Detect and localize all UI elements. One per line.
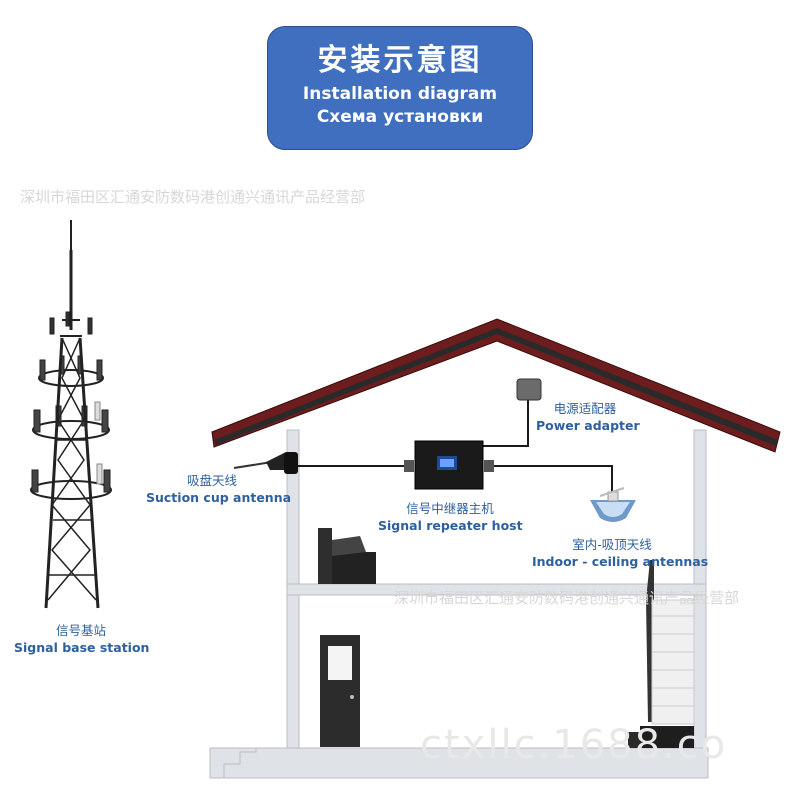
- base-station-label-cn: 信号基站: [55, 623, 106, 638]
- title-chinese: 安装示意图: [317, 43, 483, 78]
- suction-antenna-label-en: Suction cup antenna: [146, 490, 292, 505]
- suction-cup-antenna-icon: [233, 452, 298, 474]
- company-watermark-top: 深圳市福田区汇通安防数码港创通兴通讯产品经营部: [20, 188, 366, 206]
- title-english: Installation diagram: [302, 84, 498, 104]
- power-adapter-icon: [516, 378, 542, 401]
- sofa-icon: [318, 528, 376, 584]
- suction-antenna-label-cn: 吸盘天线: [186, 473, 237, 488]
- company-watermark-mid: 深圳市福田区汇通安防数码港创通兴通讯产品经营部: [394, 589, 740, 607]
- ceiling-antenna-icon: [590, 487, 636, 522]
- title-box: 安装示意图 Installation diagram Схема установ…: [267, 26, 533, 150]
- house: [209, 318, 781, 779]
- power-adapter-label-en: Power adapter: [536, 418, 640, 433]
- label-ceiling-antenna: 室内-吸顶天线 Indoor - ceiling antennas: [532, 536, 709, 570]
- repeater-label-cn: 信号中继器主机: [406, 501, 494, 516]
- title-russian: Схема установки: [316, 107, 484, 127]
- door-icon: [320, 635, 360, 747]
- staircase-icon: [628, 560, 695, 748]
- power-adapter-label-cn: 电源适配器: [553, 401, 617, 416]
- base-station-label-en: Signal base station: [14, 640, 150, 655]
- ceiling-antenna-label-cn: 室内-吸顶天线: [572, 537, 652, 552]
- site-watermark: ctxllc.1688.co: [420, 722, 728, 768]
- label-power-adapter: 电源适配器 Power adapter: [536, 400, 640, 434]
- label-repeater: 信号中继器主机 Signal repeater host: [378, 500, 523, 534]
- repeater-icon: [404, 440, 494, 490]
- ceiling-antenna-label-en: Indoor - ceiling antennas: [532, 554, 709, 569]
- label-suction-antenna: 吸盘天线 Suction cup antenna: [146, 472, 292, 506]
- cables: [292, 400, 613, 500]
- signal-tower-icon: [30, 220, 112, 609]
- label-base-station: 信号基站 Signal base station: [14, 622, 150, 656]
- repeater-label-en: Signal repeater host: [378, 518, 523, 533]
